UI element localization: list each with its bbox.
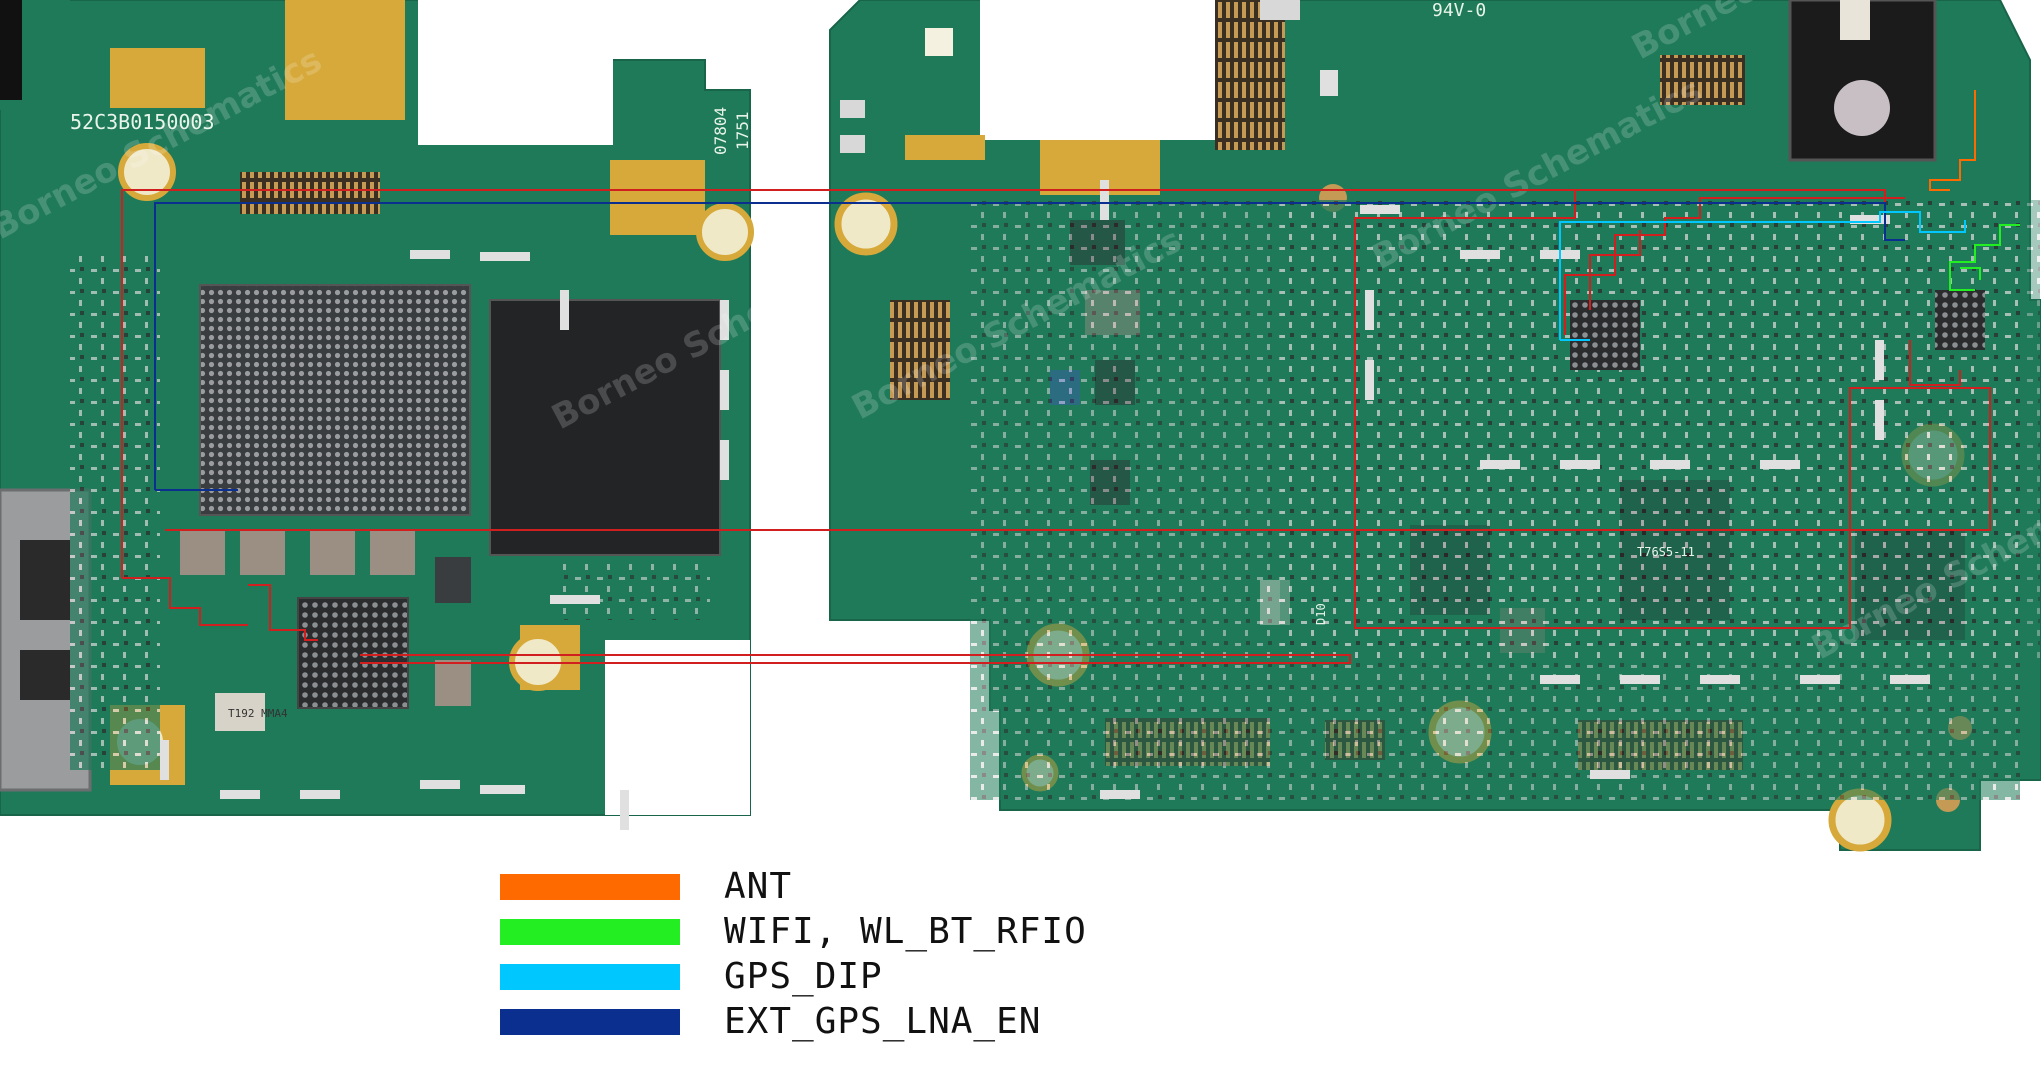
silk-chip-code: T76S5-11 (1637, 545, 1695, 559)
legend-swatch-wifi (500, 918, 680, 945)
silk-d10: D10 (1314, 603, 1328, 625)
legend-item-gps-dip: GPS_DIP (500, 954, 1087, 999)
silk-code-1751: 1751 (733, 111, 752, 150)
left-board: 52C3B0150003 07804 1751 T192 MMA4 Borneo… (0, 0, 888, 830)
trace-gps-dip (1559, 211, 1966, 341)
legend-swatch-ext-gps-lna-en (500, 1008, 680, 1035)
silk-code-07804: 07804 (711, 107, 730, 155)
legend-item-ext-gps-lna-en: EXT_GPS_LNA_EN (500, 999, 1087, 1044)
silk-board-code: 52C3B0150003 (70, 110, 215, 134)
silk-crystal-label: T192 MMA4 (228, 707, 288, 720)
silk-rating: 94V-0 (1432, 0, 1486, 21)
legend-swatch-gps-dip (500, 963, 680, 990)
legend-swatch-ant (500, 873, 680, 900)
legend-label: GPS_DIP (724, 956, 883, 997)
trace-ext-gps-lna-en (154, 202, 1905, 491)
trace-ant (1929, 90, 1976, 191)
legend-item-wifi: WIFI, WL_BT_RFIO (500, 909, 1087, 954)
right-board: 94V-0 T76S5-11 D10 Borneo Schematics Bor… (829, 0, 2041, 852)
trace-wifi (1949, 224, 2020, 291)
legend-label: WIFI, WL_BT_RFIO (724, 911, 1087, 952)
legend-label: EXT_GPS_LNA_EN (724, 1001, 1042, 1042)
legend-label: ANT (724, 866, 793, 907)
legend-item-ant: ANT (500, 864, 1087, 909)
legend: ANT WIFI, WL_BT_RFIO GPS_DIP EXT_GPS_LNA… (500, 864, 1087, 1044)
